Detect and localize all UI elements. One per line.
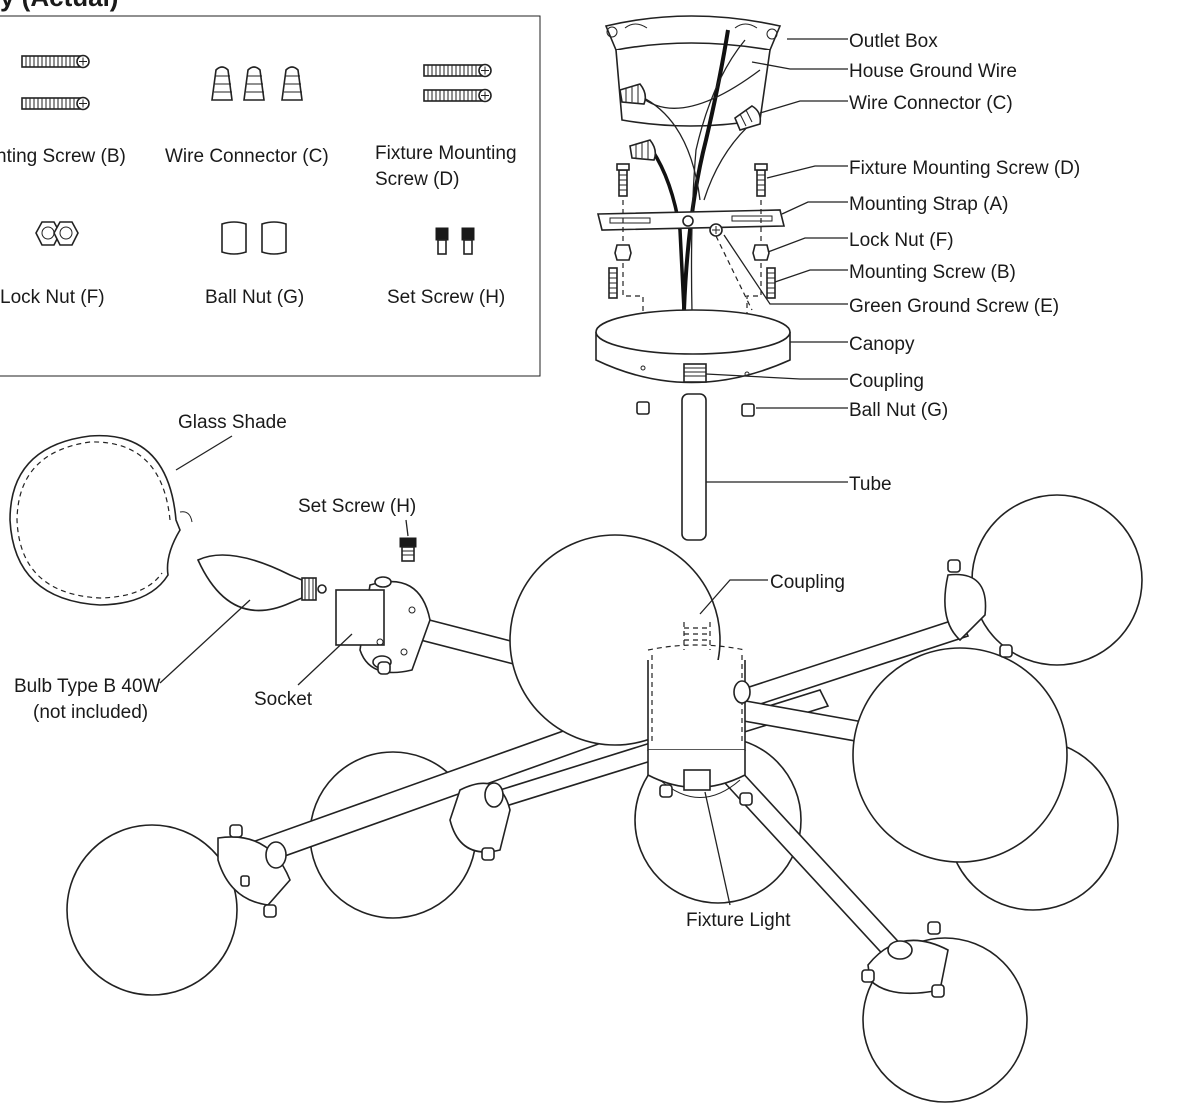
label-mounting-screw: Mounting Screw (B) bbox=[849, 262, 1016, 283]
globe-upper-right bbox=[971, 494, 1143, 666]
label-canopy: Canopy bbox=[849, 334, 915, 355]
label-fixture-light: Fixture Light bbox=[686, 910, 791, 931]
label-house-ground-wire: House Ground Wire bbox=[849, 61, 1017, 82]
wire-connector-icon bbox=[619, 83, 762, 161]
label-set-screw: Set Screw (H) bbox=[298, 496, 416, 517]
outlet-box bbox=[604, 15, 782, 127]
screw-icon bbox=[616, 163, 768, 197]
label-coupling-top: Coupling bbox=[849, 371, 924, 392]
wire-connector-icon bbox=[211, 66, 303, 101]
ball-nut-icon bbox=[221, 221, 287, 255]
socket bbox=[335, 589, 385, 646]
label-socket: Socket bbox=[254, 689, 313, 710]
label-wire-connector: Wire Connector (C) bbox=[849, 93, 1013, 114]
label-outlet-box: Outlet Box bbox=[849, 31, 938, 52]
socket-assembly bbox=[335, 576, 431, 675]
part-label-wire-connector: Wire Connector (C) bbox=[165, 146, 329, 167]
label-green-ground-screw: Green Ground Screw (E) bbox=[849, 296, 1059, 317]
hex-nut-icon bbox=[35, 221, 79, 246]
canopy bbox=[595, 309, 791, 384]
part-label-lock-nut: Lock Nut (F) bbox=[0, 287, 105, 308]
part-label-set-screw: Set Screw (H) bbox=[387, 287, 505, 308]
label-bulb-type: Bulb Type B 40W bbox=[14, 676, 161, 697]
house-wires bbox=[639, 29, 761, 313]
cup-upper-right bbox=[944, 573, 987, 642]
bulb-icon bbox=[196, 554, 327, 612]
ball-nut-icon bbox=[636, 401, 755, 417]
set-screw-icon bbox=[435, 227, 475, 255]
label-glass-shade: Glass Shade bbox=[178, 412, 287, 433]
hex-nut-icon bbox=[614, 244, 770, 261]
screw-icon bbox=[423, 63, 492, 103]
label-tube: Tube bbox=[849, 474, 892, 495]
callout-leaders bbox=[159, 38, 848, 906]
label-ball-nut: Ball Nut (G) bbox=[849, 400, 948, 421]
label-lock-nut: Lock Nut (F) bbox=[849, 230, 954, 251]
part-label-fixture-mounting-screw-1: Fixture Mounting bbox=[375, 143, 517, 164]
part-label-ball-nut: Ball Nut (G) bbox=[205, 287, 304, 308]
globe-lower-left bbox=[66, 824, 238, 996]
label-bulb-not-included: (not included) bbox=[33, 702, 148, 723]
screw-icon bbox=[21, 54, 90, 111]
center-body bbox=[647, 622, 753, 806]
glass-shade bbox=[9, 434, 193, 606]
parts-box-heading: y (Actual) bbox=[0, 0, 118, 12]
set-screw-icon bbox=[399, 537, 417, 562]
screw-icon bbox=[608, 267, 776, 299]
label-fixture-mounting-screw: Fixture Mounting Screw (D) bbox=[849, 158, 1080, 179]
fixture-body bbox=[66, 494, 1143, 1103]
globe-right bbox=[852, 647, 1068, 863]
part-label-fixture-mounting-screw-2: Screw (D) bbox=[375, 169, 459, 190]
label-coupling-body: Coupling bbox=[770, 572, 845, 593]
mounting-strap bbox=[596, 209, 786, 237]
label-mounting-strap: Mounting Strap (A) bbox=[849, 194, 1008, 215]
part-label-mounting-screw: nting Screw (B) bbox=[0, 146, 126, 167]
parts-box: y (Actual) nting Screw (B) Wire Connecto… bbox=[0, 0, 541, 377]
tube bbox=[681, 393, 707, 541]
callout-labels: Outlet Box House Ground Wire Wire Connec… bbox=[14, 31, 1080, 931]
